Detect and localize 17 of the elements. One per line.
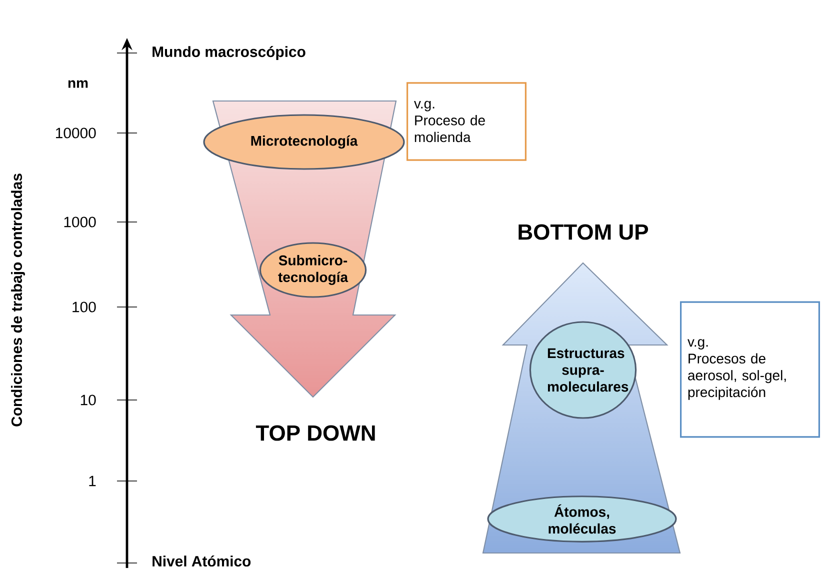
axis-end-label: Mundo macroscópico bbox=[152, 46, 306, 60]
process-title: TOP DOWN bbox=[256, 425, 375, 441]
tick-label: 1000 bbox=[64, 216, 96, 228]
ellipse-label: Microtecnología bbox=[203, 114, 405, 170]
tick-label: 1 bbox=[89, 476, 96, 486]
example-box: v.g. Proceso de molienda bbox=[406, 82, 526, 161]
ellipse-label: Estructuras supra-moleculares bbox=[529, 321, 637, 419]
axis-end-label: Nivel Atómico bbox=[152, 555, 251, 567]
axis-title: Condiciones de trabajo controladas bbox=[11, 174, 25, 426]
tick-label: 100 bbox=[72, 302, 96, 312]
process-title: BOTTOM UP bbox=[518, 224, 648, 240]
example-box: v.g. Procesos de aerosol, sol-gel, precipitación bbox=[680, 301, 820, 438]
ellipse-label: Átomos, moléculas bbox=[487, 496, 677, 542]
ellipse-label: Submicro-tecnología bbox=[259, 242, 367, 298]
tick-label: 10 bbox=[80, 394, 96, 406]
unit-label: nm bbox=[68, 80, 88, 88]
tick-label: 10000 bbox=[56, 128, 96, 138]
